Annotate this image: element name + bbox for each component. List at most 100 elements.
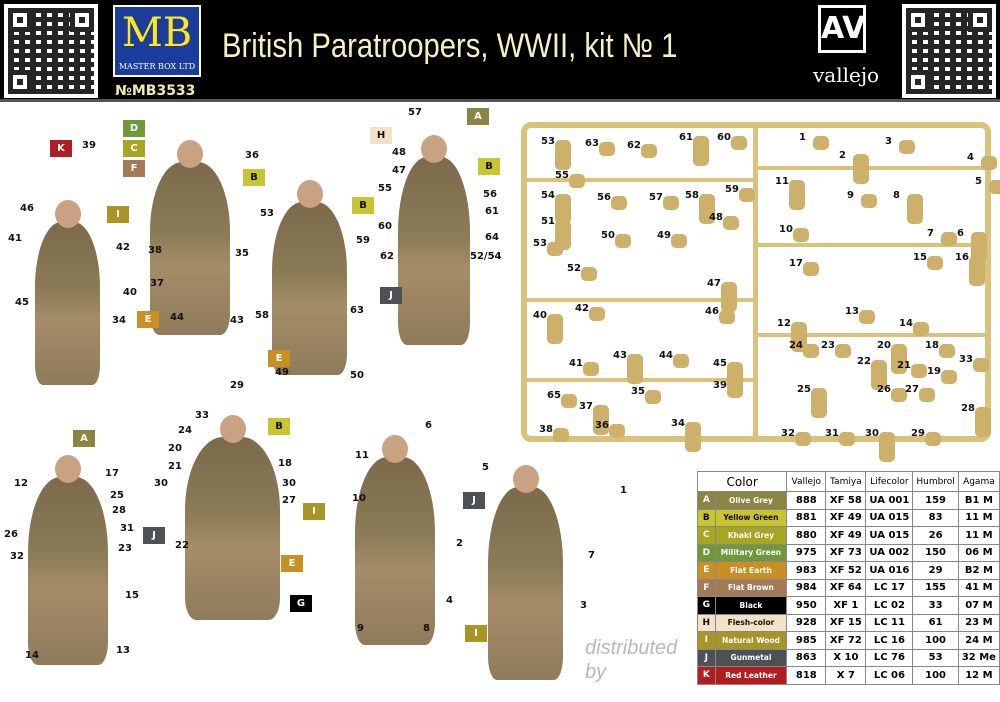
cell-humbrol: 83 [912, 508, 959, 527]
cell-vallejo: 985 [786, 631, 827, 650]
part-callout: 3 [580, 600, 587, 611]
figure-3 [272, 202, 347, 375]
part-callout: 24 [178, 425, 192, 436]
sprue-piece [973, 358, 989, 372]
cell-agama: 11 M [957, 526, 1000, 545]
sprue-frame-divider [758, 166, 988, 170]
sprue-part-number: 21 [897, 360, 911, 371]
cell-tamiya: XF 49 [825, 508, 867, 527]
cell-lifecolor: LC 11 [865, 613, 914, 632]
part-callout: 11 [355, 450, 369, 461]
sprue-piece [547, 242, 563, 256]
part-callout: 21 [168, 461, 182, 472]
sprue-piece [941, 232, 957, 246]
part-callout: 13 [116, 645, 130, 656]
sprue-frame-divider [527, 298, 753, 302]
part-callout: 46 [20, 203, 34, 214]
part-callout: 4 [446, 595, 453, 606]
part-callout: 36 [245, 150, 259, 161]
part-callout: 45 [15, 297, 29, 308]
cell-name: Black [714, 596, 788, 615]
column-header: Vallejo [786, 471, 827, 492]
sprue-part-number: 7 [927, 228, 934, 239]
sprue-piece [861, 194, 877, 208]
part-callout: 37 [150, 278, 164, 289]
sprue-part-number: 24 [789, 340, 803, 351]
vallejo-av-logo: AV [818, 5, 866, 53]
sprue-piece [673, 354, 689, 368]
sprue-part-number: 47 [707, 278, 721, 289]
column-header: Humbrol [912, 471, 959, 492]
sprue-part-number: 61 [679, 132, 693, 143]
sprue-part-number: 26 [877, 384, 891, 395]
part-callout: 42 [116, 242, 130, 253]
cell-vallejo: 863 [786, 648, 827, 667]
sprue-part-number: 10 [779, 224, 793, 235]
part-callout: 23 [118, 543, 132, 554]
part-callout: 64 [485, 232, 499, 243]
sprue-piece [789, 180, 805, 210]
sprue-part-number: 29 [911, 428, 925, 439]
sprue-part-number: 17 [789, 258, 803, 269]
sprue-part-number: 36 [595, 420, 609, 431]
sprue-piece [975, 407, 991, 437]
sprue-part-number: 2 [839, 150, 846, 161]
sprue-part-number: 13 [845, 306, 859, 317]
color-code-badge: E [268, 350, 290, 367]
color-code-badge: J [463, 492, 485, 509]
sprue-part-number: 27 [905, 384, 919, 395]
part-callout: 5 [482, 462, 489, 473]
cell-lifecolor: UA 016 [865, 561, 914, 580]
cell-humbrol: 61 [912, 613, 959, 632]
part-callout: 7 [588, 550, 595, 561]
sprue-piece [723, 216, 739, 230]
color-code-badge: B [268, 418, 290, 435]
part-callout: 28 [112, 505, 126, 516]
figure-7 [355, 457, 435, 645]
qr-code-right[interactable] [902, 4, 996, 98]
part-callout: 15 [125, 590, 139, 601]
cell-humbrol: 155 [912, 578, 959, 597]
part-callout: 53 [260, 208, 274, 219]
sprue-piece [981, 156, 997, 170]
cell-humbrol: 150 [912, 543, 959, 562]
cell-agama: 23 M [957, 613, 1000, 632]
part-callout: 18 [278, 458, 292, 469]
cell-tamiya: XF 52 [825, 561, 867, 580]
sprue-part-number: 42 [575, 303, 589, 314]
color-code-badge: J [380, 287, 402, 304]
sprue-piece [803, 262, 819, 276]
sprue-piece [739, 188, 755, 202]
sprue-piece [599, 142, 615, 156]
figure-8 [488, 487, 563, 680]
sprue-frame-divider [527, 178, 753, 182]
sprue-piece [793, 228, 809, 242]
sprue-piece [721, 282, 737, 312]
color-code-badge: A [467, 108, 489, 125]
qr-code-left[interactable] [4, 4, 98, 98]
sprue-piece [609, 424, 625, 438]
cell-vallejo: 984 [786, 578, 827, 597]
sprue-piece [859, 310, 875, 324]
sprue-part-number: 53 [533, 238, 547, 249]
sprue-piece [561, 394, 577, 408]
part-callout: 38 [148, 245, 162, 256]
sprue-piece [811, 388, 827, 418]
sprue-part-number: 11 [775, 176, 789, 187]
cell-tamiya: XF 1 [825, 596, 867, 615]
sprue-part-number: 63 [585, 138, 599, 149]
sprue-part-number: 18 [925, 340, 939, 351]
cell-tamiya: X 7 [825, 666, 867, 685]
part-callout: 62 [380, 251, 394, 262]
part-callout: 25 [110, 490, 124, 501]
sprue-piece [593, 405, 609, 435]
cell-vallejo: 881 [786, 508, 827, 527]
sprue-part-number: 6 [957, 228, 964, 239]
sprue-part-number: 25 [797, 384, 811, 395]
mb-logo-text: MB [121, 10, 193, 56]
figure-head [54, 200, 81, 228]
sprue-piece [569, 174, 585, 188]
sprue-part-number: 35 [631, 386, 645, 397]
